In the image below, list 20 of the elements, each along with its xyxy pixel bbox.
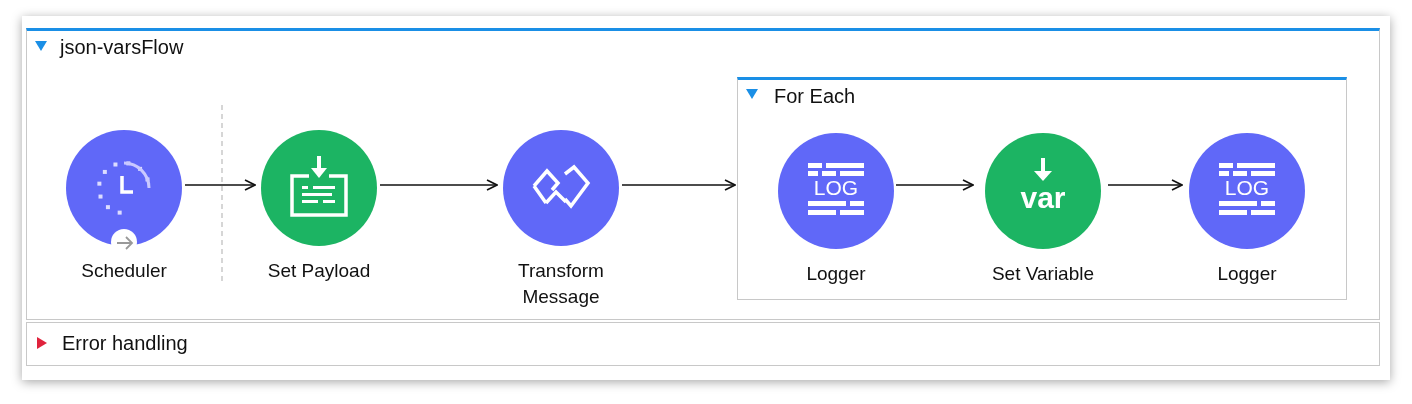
- scope-title: json-varsFlow: [60, 36, 184, 59]
- step-label: Logger: [1216, 262, 1278, 286]
- error-handling-section: [26, 322, 1380, 366]
- flow-container: [26, 28, 1380, 320]
- scope-title: For Each: [774, 85, 856, 108]
- arrow: [1107, 179, 1183, 191]
- arrow: [621, 179, 736, 191]
- step-label: Scheduler: [80, 259, 168, 283]
- arrow: [895, 179, 974, 191]
- log-icon-label: LOG: [1223, 176, 1271, 200]
- arrow: [379, 179, 498, 191]
- step-label: Set Variable: [990, 262, 1096, 286]
- arrow: [184, 179, 256, 191]
- log-icon-label: LOG: [812, 176, 860, 200]
- section-title: Error handling: [62, 332, 188, 355]
- step-label: Logger: [805, 262, 867, 286]
- step-label: Set Payload: [266, 259, 372, 283]
- step-label: Transform Message: [517, 259, 605, 309]
- variable-icon-label: var: [1019, 183, 1067, 213]
- for-each-scope: [737, 77, 1347, 300]
